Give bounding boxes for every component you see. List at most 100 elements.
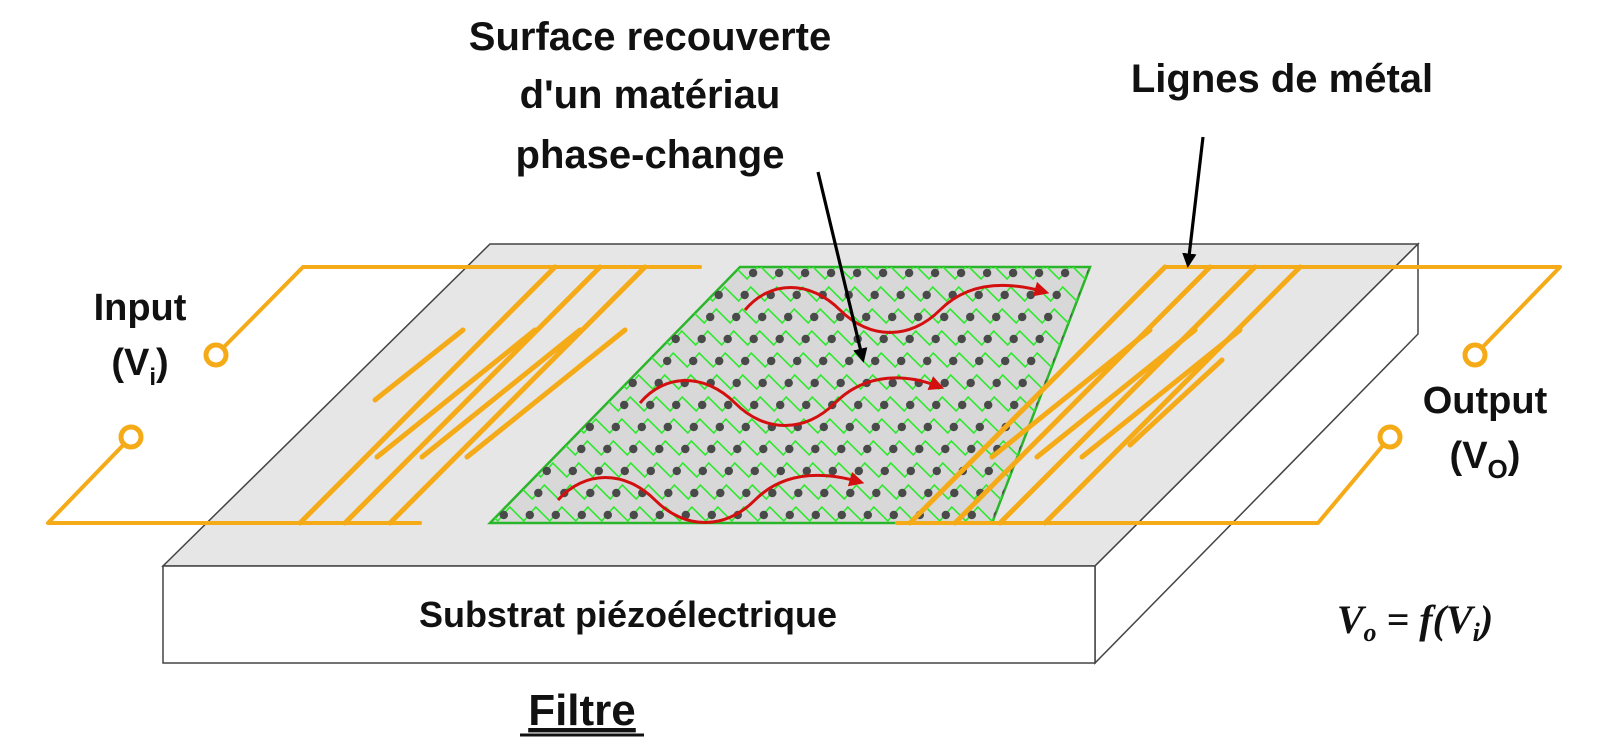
lattice-atom (854, 400, 863, 410)
lattice-atom (603, 444, 612, 454)
lattice-atom (620, 400, 629, 410)
lattice-atom (992, 312, 1001, 322)
lattice-atom (1008, 268, 1018, 278)
lattice-atom (655, 510, 664, 520)
lattice-atom (966, 312, 975, 322)
lattice-atom (646, 400, 655, 410)
lattice-atom (724, 466, 733, 476)
lattice-atom (931, 334, 940, 344)
input-terminal-bottom (118, 424, 144, 450)
lattice-atom (836, 378, 845, 388)
lattice-atom (930, 268, 940, 278)
lattice-atom (941, 510, 950, 520)
substrate-front-face (162, 565, 1096, 664)
input-finger (464, 327, 628, 460)
lattice-atom (690, 488, 699, 498)
input-finger (374, 327, 538, 460)
lattice-atom (586, 488, 595, 498)
lattice-atom (880, 466, 889, 476)
lattice-atom (1018, 312, 1027, 322)
lattice-atom (845, 356, 854, 366)
lattice-atom (889, 444, 898, 454)
lattice-atom (957, 334, 966, 344)
lattice-atom (966, 378, 975, 388)
lattice-atom (879, 334, 888, 344)
input-finger (372, 327, 466, 403)
input-wire-bottom (46, 435, 422, 525)
lattice-atom (810, 378, 819, 388)
lattice-bond-row (643, 329, 1090, 347)
lattice-atom (784, 378, 793, 388)
lattice-atom (888, 312, 897, 322)
lattice-atom (698, 400, 707, 410)
lattice-atom (620, 466, 629, 476)
lattice-atom (715, 356, 724, 366)
lattice-atom (837, 510, 846, 520)
lattice-atom (629, 510, 638, 520)
output-finger (907, 264, 1168, 526)
output-finger (1034, 327, 1198, 460)
output-voltage-label: (VO) (1450, 435, 1521, 484)
lattice-atom (750, 466, 759, 476)
lattice-atom (974, 290, 983, 300)
lattice-atom (733, 444, 742, 454)
output-finger (1042, 264, 1303, 526)
lattice-atom (827, 334, 836, 344)
lattice-atom (880, 400, 889, 410)
lattice-atom (775, 334, 784, 344)
lattice-atom (897, 356, 906, 366)
lattice-atom (862, 312, 871, 322)
lattice-atom (758, 312, 767, 322)
lattice-atom (854, 466, 863, 476)
lattice-atom (792, 290, 801, 300)
output-finger (1079, 327, 1243, 460)
output-terminal-top (1462, 342, 1488, 368)
lattice-atom (800, 268, 810, 278)
lattice-atom (664, 488, 673, 498)
lattice-atom (1001, 356, 1010, 366)
lattice-atom (802, 400, 811, 410)
lattice-atom (967, 510, 976, 520)
surface-label-line1: Surface recouverte (469, 15, 831, 59)
lattice-atom (836, 312, 845, 322)
lattice-atom (577, 510, 586, 520)
lattice-atom (611, 422, 620, 432)
lattice-atom (768, 488, 777, 498)
lattice-atom (603, 510, 612, 520)
input-label: Input (94, 287, 187, 329)
lattice-atom (707, 510, 716, 520)
lattice-bond-row (548, 439, 1090, 457)
output-finger (1127, 357, 1225, 448)
input-terminal-top (203, 342, 229, 368)
metal-pointer-arrow (1182, 136, 1205, 268)
output-wire-bottom (895, 435, 1392, 525)
lattice-atom (793, 356, 802, 366)
lattice-atom (984, 400, 993, 410)
lattice-bond-row (505, 483, 1065, 501)
lattice-atom (724, 400, 733, 410)
lattice-atom (967, 444, 976, 454)
lattice-atom (750, 400, 759, 410)
lattice-atom (628, 378, 637, 388)
lattice-atom (906, 400, 915, 410)
lattice-atom (811, 444, 820, 454)
lattice-atom (646, 466, 655, 476)
lattice-atom (785, 510, 794, 520)
lattice-atom (681, 510, 690, 520)
lattice-atom (741, 422, 750, 432)
lattice-atom (1060, 268, 1070, 278)
acoustic-wave-bottom (556, 471, 865, 524)
lattice-atom (594, 466, 603, 476)
lattice-atom (940, 378, 949, 388)
lattice-atom (551, 510, 560, 520)
lattice-atom (941, 444, 950, 454)
lattice-atom (1018, 378, 1027, 388)
lattice-atom (984, 466, 993, 476)
lattice-atom (742, 488, 751, 498)
lattice-atom (774, 268, 784, 278)
lattice-atom (525, 510, 534, 520)
lattice-atom (914, 312, 923, 322)
transfer-equation: Vo = f(Vi) (1337, 597, 1493, 647)
acoustic-wave-top (743, 281, 1050, 334)
